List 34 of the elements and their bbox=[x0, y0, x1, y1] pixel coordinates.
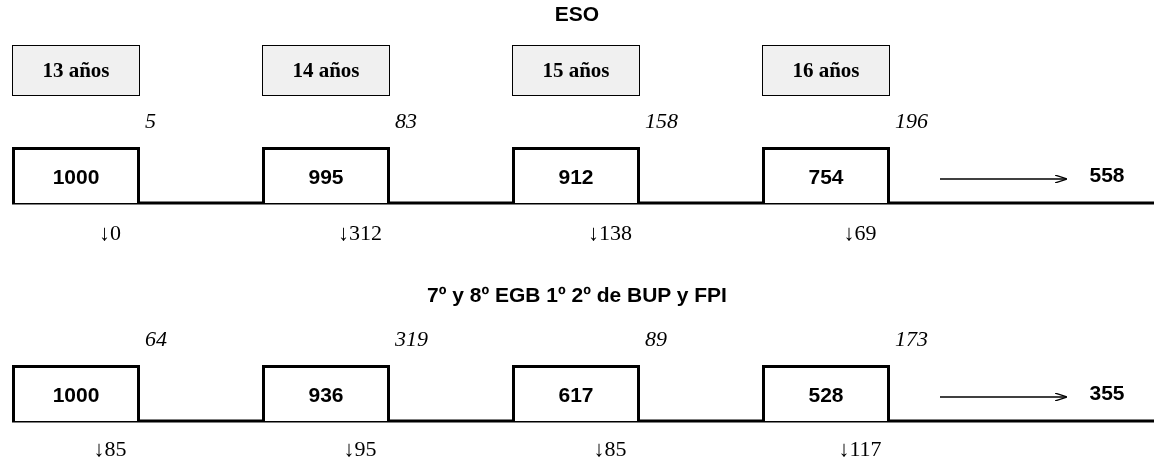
age-box: 14 años bbox=[262, 45, 390, 96]
dropout-count: ↓69 bbox=[843, 220, 877, 246]
count-value: 355 bbox=[1070, 373, 1144, 413]
count-box: 936 bbox=[262, 365, 390, 421]
count-box: 1000 bbox=[12, 365, 140, 421]
dropout-count: ↓85 bbox=[93, 436, 127, 462]
arrow bbox=[939, 392, 1068, 402]
count-box: 754 bbox=[762, 147, 890, 203]
transition-count: 83 bbox=[395, 108, 417, 134]
transition-count: 158 bbox=[645, 108, 678, 134]
dropout-count: ↓95 bbox=[343, 436, 377, 462]
section-heading: 7º y 8º EGB 1º 2º de BUP y FPI bbox=[427, 283, 727, 307]
transition-count: 64 bbox=[145, 326, 167, 352]
dropout-count: ↓85 bbox=[593, 436, 627, 462]
transition-count: 196 bbox=[895, 108, 928, 134]
dropout-count: ↓312 bbox=[338, 220, 382, 246]
section-heading: ESO bbox=[554, 2, 600, 26]
transition-count: 319 bbox=[395, 326, 428, 352]
transition-count: 173 bbox=[895, 326, 928, 352]
dropout-count: ↓138 bbox=[588, 220, 632, 246]
count-box: 528 bbox=[762, 365, 890, 421]
age-box: 16 años bbox=[762, 45, 890, 96]
count-box: 617 bbox=[512, 365, 640, 421]
dropout-count: ↓0 bbox=[99, 220, 121, 246]
age-box: 13 años bbox=[12, 45, 140, 96]
count-box: 912 bbox=[512, 147, 640, 203]
count-box: 1000 bbox=[12, 147, 140, 203]
count-value: 558 bbox=[1070, 155, 1144, 195]
count-box: 995 bbox=[262, 147, 390, 203]
transition-count: 89 bbox=[645, 326, 667, 352]
age-box: 15 años bbox=[512, 45, 640, 96]
arrow bbox=[939, 174, 1068, 184]
dropout-count: ↓117 bbox=[838, 436, 882, 462]
transition-count: 5 bbox=[145, 108, 156, 134]
